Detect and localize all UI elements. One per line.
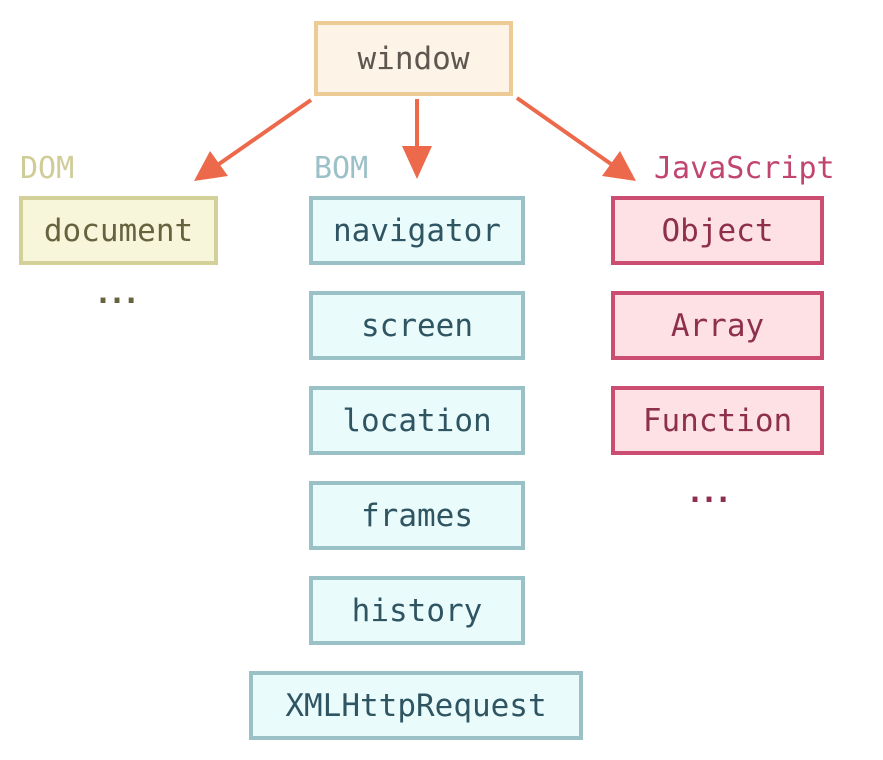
arrow-window-to-dom	[194, 98, 313, 181]
array-node: Array	[611, 291, 824, 360]
function-node: Function	[611, 386, 824, 455]
bom-group-label: BOM	[314, 151, 369, 186]
javascript-more-ellipsis: ...	[686, 475, 732, 510]
arrow-window-to-javascript	[515, 96, 636, 181]
document-node: document	[19, 196, 218, 265]
window-node: window	[314, 21, 513, 96]
xmlhttprequest-node: XMLHttpRequest	[249, 671, 583, 740]
dom-more-ellipsis: ...	[94, 276, 140, 311]
arrow-window-to-bom	[402, 99, 432, 179]
location-node: location	[309, 386, 525, 455]
history-node: history	[309, 576, 525, 645]
object-node: Object	[611, 196, 824, 265]
screen-node: screen	[309, 291, 525, 360]
navigator-node: navigator	[309, 196, 525, 265]
frames-node: frames	[309, 481, 525, 550]
dom-group-label: DOM	[20, 151, 75, 186]
javascript-group-label: JavaScript	[654, 151, 835, 186]
